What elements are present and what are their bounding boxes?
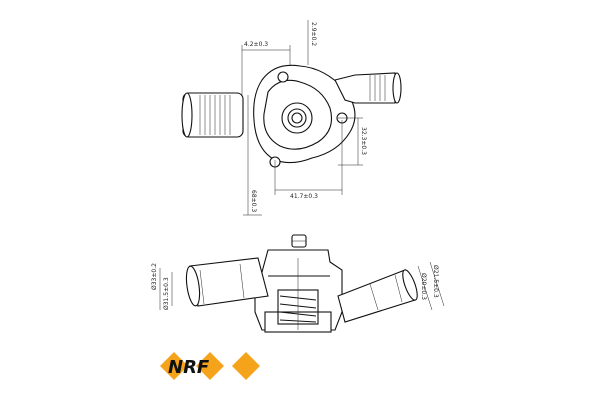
- dimension-left-diameters: Ø33±0.2 Ø31.5±0.3: [151, 263, 173, 310]
- dimension-right-diameters: Ø20±0.3 Ø21.5±0.3: [417, 261, 445, 311]
- thermostat-spring: [277, 258, 319, 330]
- left-pipe: [185, 257, 269, 307]
- logo-accent-square: [160, 352, 188, 380]
- right-pipe: [337, 269, 418, 323]
- dimension-vertical-top: 2.9±0.2: [307, 20, 317, 65]
- housing-body: [254, 249, 343, 333]
- dim-left-outer-label: Ø33±0.2: [151, 263, 158, 290]
- left-hose: [181, 92, 244, 138]
- logo-text: NRF: [168, 357, 210, 378]
- dimension-width-bottom: 41.7±0.3: [274, 120, 343, 200]
- dim-height-left-label: 68±0.3: [250, 190, 257, 212]
- dim-left-inner-label: Ø31.5±0.3: [163, 277, 170, 310]
- dim-width-top-label: 4.2±0.3: [244, 41, 268, 48]
- dimension-height-left: 68±0.3: [243, 95, 262, 216]
- side-view: Ø33±0.2 Ø31.5±0.3 Ø20±0.3 Ø21.5±0.3: [151, 234, 445, 333]
- nrf-logo: NRF: [160, 352, 260, 380]
- thermostat-flange: [253, 64, 356, 168]
- top-view: 4.2±0.3 2.9±0.2: [181, 20, 402, 216]
- dim-right-outer-label: Ø20±0.3: [420, 273, 427, 300]
- dim-offset-right-label: 32.3±0.3: [360, 127, 367, 155]
- dim-vertical-top-label: 2.9±0.2: [310, 22, 317, 46]
- bleed-screw: [291, 234, 307, 248]
- right-hose: [334, 72, 402, 104]
- dim-width-bottom-label: 41.7±0.3: [290, 193, 318, 200]
- dim-right-inner-label: Ø21.5±0.3: [432, 265, 439, 298]
- dimension-width-top: 4.2±0.3: [241, 41, 291, 95]
